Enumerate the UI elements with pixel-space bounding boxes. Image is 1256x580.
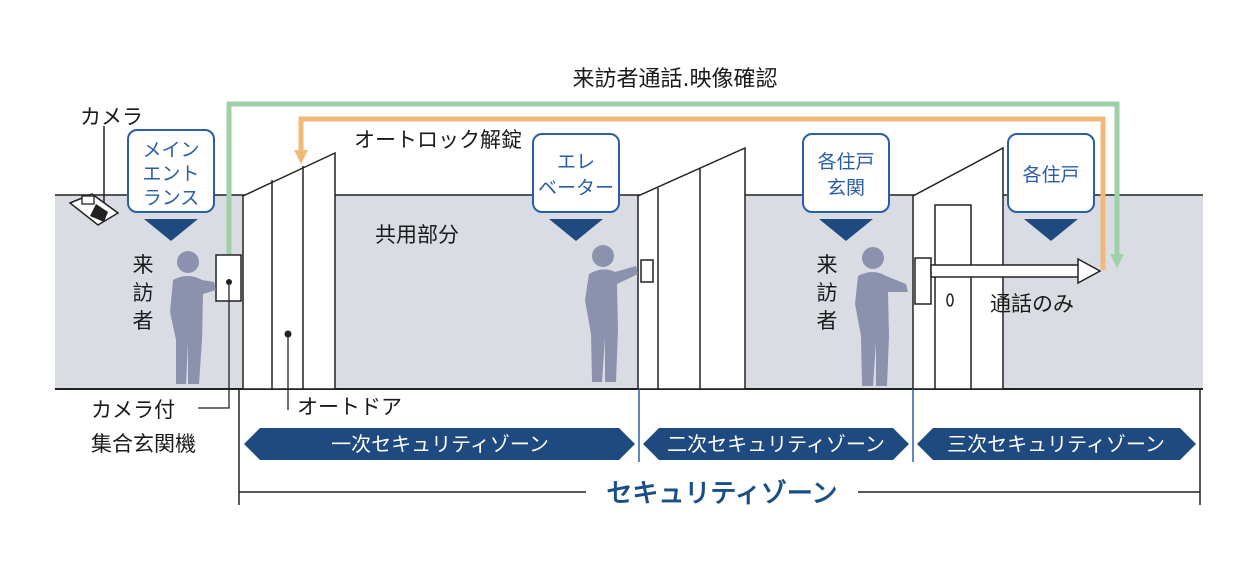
visitor-label-1-line2: 訪 bbox=[133, 281, 154, 305]
visitor-label-2-line2: 訪 bbox=[817, 281, 838, 305]
auto-door-label: オートドア bbox=[297, 395, 402, 419]
callout-elevator-line1: エレ bbox=[557, 151, 595, 173]
elevator-door bbox=[637, 146, 746, 390]
auto-door bbox=[242, 151, 336, 390]
visitor-label-1-line1: 来 bbox=[133, 253, 154, 277]
common-area-label: 共用部分 bbox=[375, 223, 459, 247]
camera-label: カメラ bbox=[80, 105, 143, 129]
visitor-label-2-line3: 者 bbox=[817, 309, 838, 333]
intercom-device bbox=[198, 254, 242, 409]
callout-main-entrance-line3: ランス bbox=[143, 187, 200, 209]
intercom-label-line2: 集合玄関機 bbox=[91, 432, 196, 456]
unit-intercom bbox=[914, 257, 932, 305]
callout-unit-line1: 各住戸 bbox=[1022, 164, 1079, 186]
intercom-label-line1: カメラ付 bbox=[91, 398, 175, 422]
visitor-label-2-line1: 来 bbox=[817, 253, 838, 277]
callout-main-entrance: メイン エント ランス bbox=[127, 129, 215, 241]
callout-unit: 各住戸 bbox=[1007, 133, 1095, 241]
call-only-label: 通話のみ bbox=[990, 292, 1074, 316]
elevator-button bbox=[640, 259, 654, 283]
visitor-figure-3 bbox=[855, 247, 908, 386]
autolock-unlock-label: オートロック解錠 bbox=[354, 128, 522, 152]
callout-unit-entrance-line2: 玄関 bbox=[827, 177, 865, 199]
call-only-arrow bbox=[930, 257, 1102, 285]
camera-icon bbox=[68, 126, 120, 226]
zone-second: 二次セキュリティゾーン bbox=[643, 428, 909, 460]
callout-main-entrance-line2: エント bbox=[142, 163, 199, 185]
callout-elevator: エレ ベーター bbox=[532, 133, 620, 241]
video-call-green-line bbox=[226, 101, 1120, 262]
zone-first-label: 一次セキュリティゾーン bbox=[331, 432, 549, 456]
zone-third-label: 三次セキュリティゾーン bbox=[947, 432, 1165, 456]
visitor-figure-2 bbox=[585, 245, 638, 382]
zone-third: 三次セキュリティゾーン bbox=[917, 428, 1196, 460]
callout-unit-entrance-line1: 各住戸 bbox=[817, 151, 874, 173]
callout-main-entrance-line1: メイン bbox=[142, 139, 199, 161]
visitor-figure-1 bbox=[170, 251, 216, 384]
unlock-orange-line bbox=[298, 116, 1106, 270]
title-label: 来訪者通話.映像確認 bbox=[573, 67, 778, 92]
callout-elevator-line2: ベーター bbox=[538, 177, 614, 199]
zone-second-label: 二次セキュリティゾーン bbox=[667, 432, 885, 456]
zone-first: 一次セキュリティゾーン bbox=[244, 428, 635, 460]
callout-unit-entrance: 各住戸 玄関 bbox=[802, 133, 890, 241]
overall-zone-label: セキュリティゾーン bbox=[606, 478, 837, 509]
visitor-label-1-line3: 者 bbox=[133, 309, 154, 333]
overall-zone-bracket: セキュリティゾーン bbox=[239, 478, 1200, 509]
